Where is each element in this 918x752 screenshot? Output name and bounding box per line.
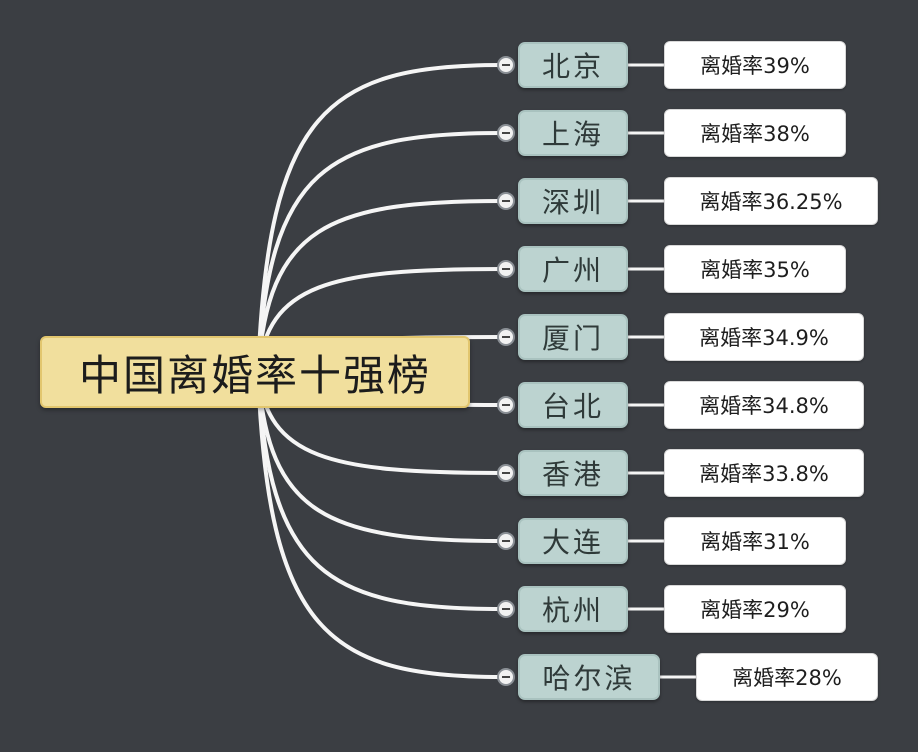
divorce-rate-topic[interactable]: 离婚率29% — [664, 585, 846, 633]
city-topic[interactable]: 厦门 — [518, 314, 628, 360]
branch-connector — [256, 370, 504, 679]
collapse-toggle-icon[interactable] — [497, 668, 515, 686]
collapse-toggle-icon[interactable] — [497, 532, 515, 550]
branch-connector — [256, 199, 504, 374]
city-topic[interactable]: 杭州 — [518, 586, 628, 632]
city-topic[interactable]: 台北 — [518, 382, 628, 428]
city-topic[interactable]: 广州 — [518, 246, 628, 292]
divorce-rate-topic[interactable]: 离婚率36.25% — [664, 177, 878, 225]
divorce-rate-topic[interactable]: 离婚率35% — [664, 245, 846, 293]
divorce-rate-topic[interactable]: 离婚率38% — [664, 109, 846, 157]
divorce-rate-topic[interactable]: 离婚率33.8% — [664, 449, 864, 497]
divorce-rate-topic[interactable]: 离婚率39% — [664, 41, 846, 89]
collapse-toggle-icon[interactable] — [497, 260, 515, 278]
branch-connector — [256, 370, 504, 543]
branch-connector — [256, 131, 504, 374]
divorce-rate-topic[interactable]: 离婚率34.9% — [664, 313, 864, 361]
city-topic[interactable]: 哈尔滨 — [518, 654, 660, 700]
collapse-toggle-icon[interactable] — [497, 600, 515, 618]
branch-connector — [256, 63, 504, 374]
collapse-toggle-icon[interactable] — [497, 464, 515, 482]
branch-connector — [256, 370, 504, 611]
city-topic[interactable]: 北京 — [518, 42, 628, 88]
divorce-rate-topic[interactable]: 离婚率31% — [664, 517, 846, 565]
collapse-toggle-icon[interactable] — [497, 56, 515, 74]
divorce-rate-topic[interactable]: 离婚率34.8% — [664, 381, 864, 429]
city-topic[interactable]: 香港 — [518, 450, 628, 496]
divorce-rate-topic[interactable]: 离婚率28% — [696, 653, 878, 701]
city-topic[interactable]: 上海 — [518, 110, 628, 156]
collapse-toggle-icon[interactable] — [497, 124, 515, 142]
collapse-toggle-icon[interactable] — [497, 192, 515, 210]
collapse-toggle-icon[interactable] — [497, 396, 515, 414]
root-topic[interactable]: 中国离婚率十强榜 — [40, 336, 470, 408]
city-topic[interactable]: 大连 — [518, 518, 628, 564]
city-topic[interactable]: 深圳 — [518, 178, 628, 224]
collapse-toggle-icon[interactable] — [497, 328, 515, 346]
